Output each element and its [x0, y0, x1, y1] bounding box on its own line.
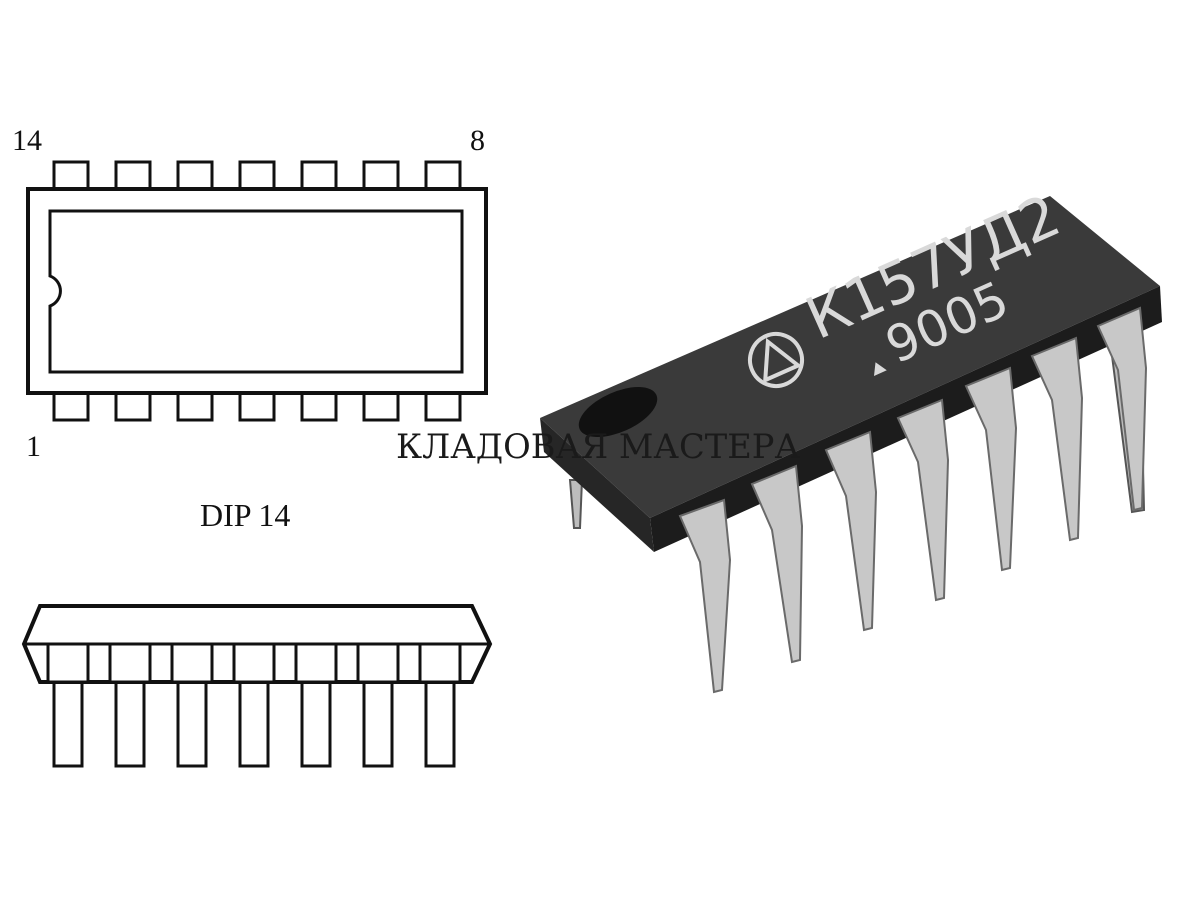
pin-10 [300, 160, 338, 192]
side-shoulder-2 [108, 642, 152, 684]
chip-body-top [540, 196, 1160, 518]
top-pin-row [52, 160, 462, 192]
bottom-pin-row [52, 390, 462, 422]
front-leg-2 [750, 464, 804, 664]
front-leg-6 [1030, 336, 1084, 542]
front-row-legs [678, 306, 1148, 694]
chip-notch [578, 386, 658, 438]
pin-label-14: 14 [12, 124, 42, 157]
manufacturer-logo-icon [748, 332, 804, 388]
side-shoulder-1 [46, 642, 90, 684]
pin-2 [114, 390, 152, 422]
side-shoulder-3 [170, 642, 214, 684]
pin-label-8: 8 [470, 124, 485, 157]
pin-1 [52, 390, 90, 422]
pin-13 [114, 160, 152, 192]
pin-4 [238, 390, 276, 422]
front-leg-4 [896, 398, 950, 602]
front-leg-3 [824, 430, 878, 632]
chip-body-end [540, 418, 654, 552]
watermark-text: КЛАДОВАЯ МАСТЕРА [396, 427, 800, 467]
pin-8 [424, 160, 462, 192]
pin-7 [424, 390, 462, 422]
chip-photo: К157УД2 9005 [540, 181, 1162, 694]
side-view-diagram [21, 604, 493, 768]
front-leg-1 [678, 498, 732, 694]
pin-9 [362, 160, 400, 192]
front-leg-7 [1096, 306, 1148, 512]
pin-12 [176, 160, 214, 192]
pin-label-1: 1 [26, 430, 41, 463]
side-shoulder-6 [356, 642, 400, 684]
pin-3 [176, 390, 214, 422]
side-shoulder-7 [418, 642, 462, 684]
pin-6 [362, 390, 400, 422]
side-shoulder-5 [294, 642, 338, 684]
package-inner-outline-with-notch [48, 209, 464, 374]
pin-11 [238, 160, 276, 192]
front-leg-5 [964, 366, 1018, 572]
triangle-mark-icon [874, 362, 887, 376]
pin-14 [52, 160, 90, 192]
pin-5 [300, 390, 338, 422]
package-name-label: DIP 14 [200, 497, 290, 533]
top-view-diagram: 14 8 1 DIP 14 [12, 124, 488, 533]
back-leg [568, 479, 584, 529]
side-shoulder-4 [232, 642, 276, 684]
